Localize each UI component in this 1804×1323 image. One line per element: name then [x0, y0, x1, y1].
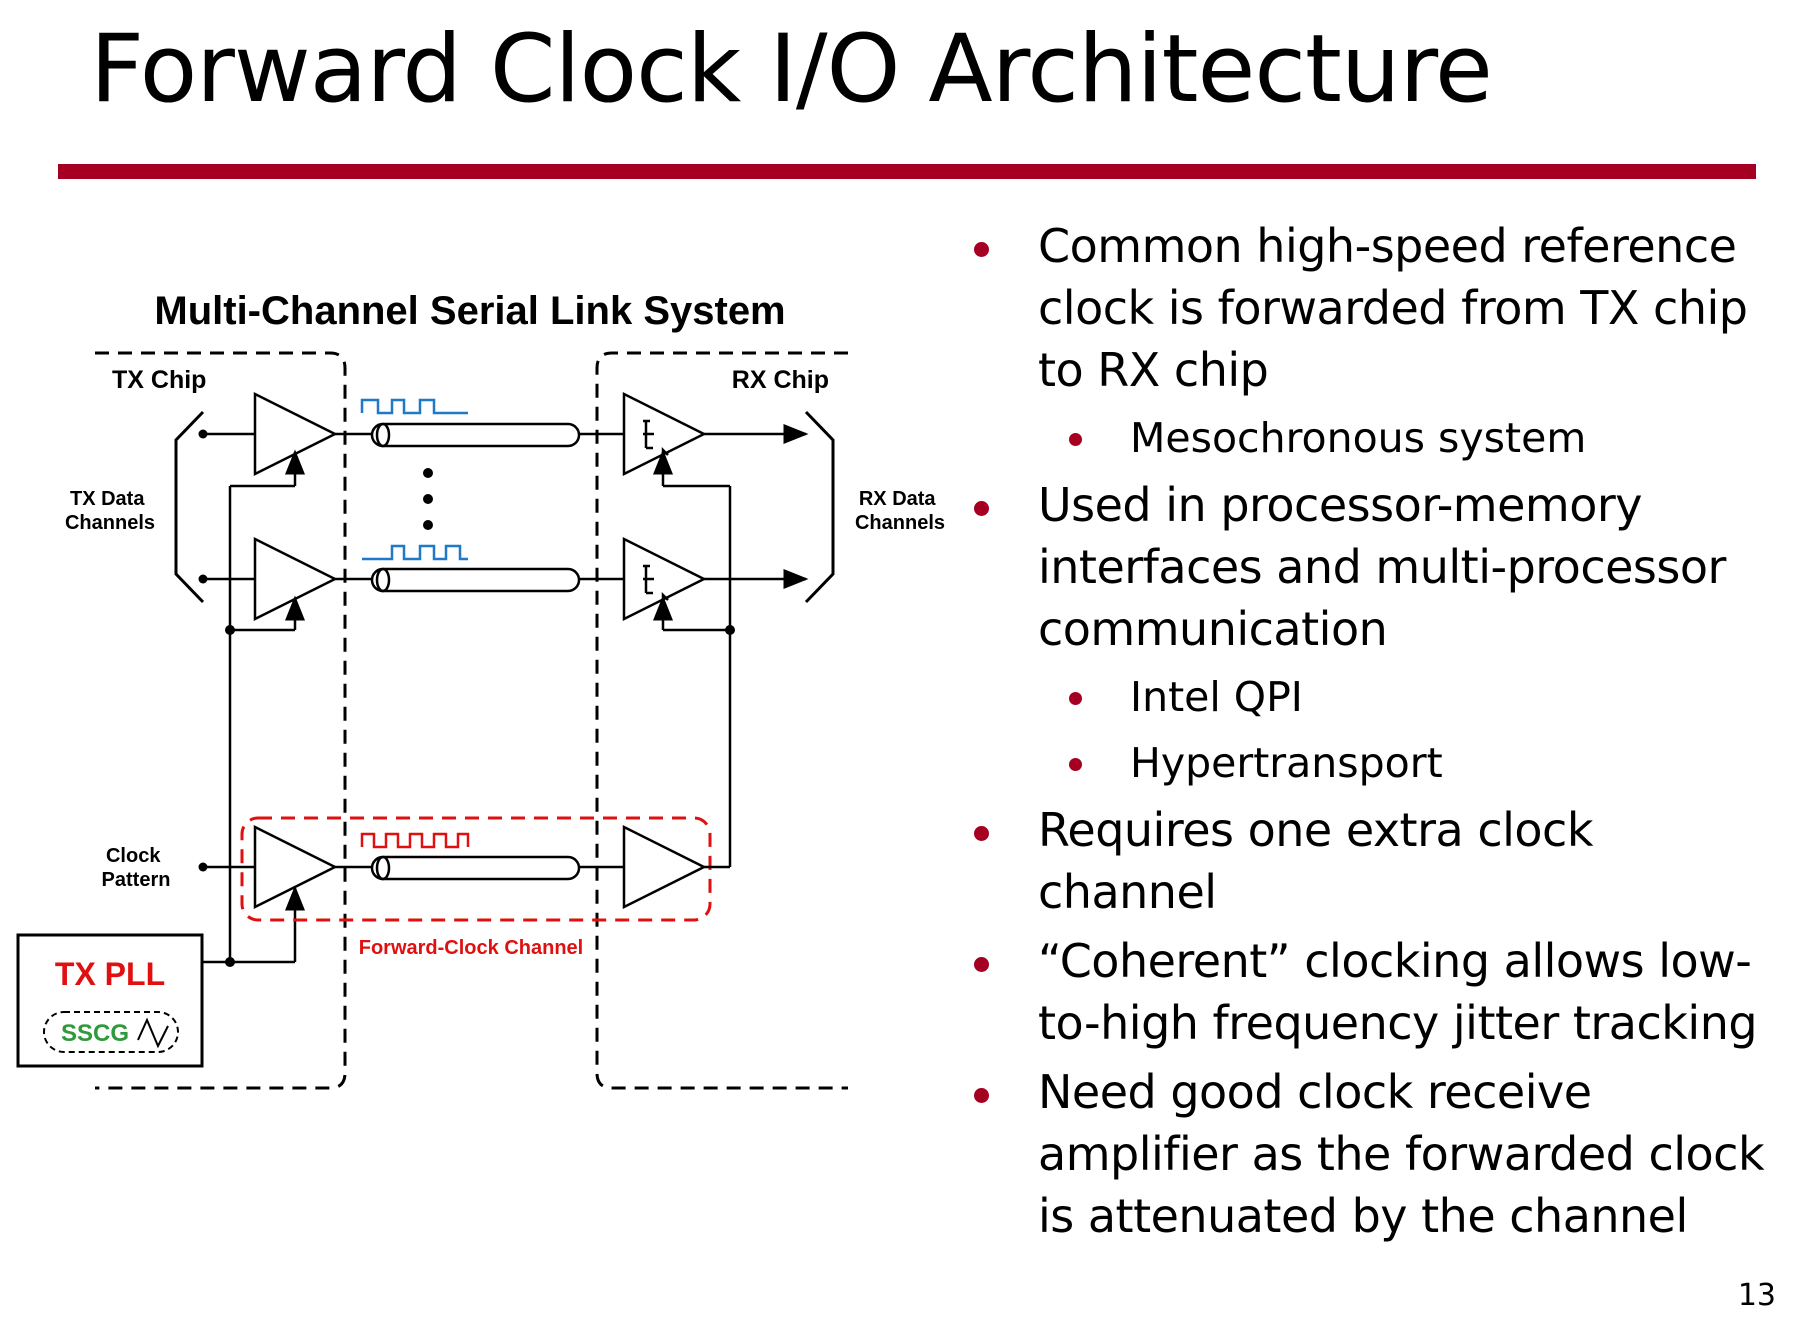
bullet-dot-icon — [974, 501, 989, 516]
clock-channel-cable — [370, 855, 581, 881]
bullet-item: Need good clock receive amplifier as the… — [960, 1061, 1780, 1247]
data-channel-2 — [198, 536, 809, 622]
sscg-box — [43, 1011, 179, 1053]
channel-1-cable — [370, 422, 581, 448]
clock-rx-amplifier — [622, 824, 707, 910]
clock-waveform — [360, 832, 470, 849]
bullet-text: Mesochronous system — [1130, 414, 1587, 462]
data-waveform-2 — [362, 544, 468, 561]
data-channel-1 — [198, 391, 809, 477]
junction-dot — [225, 625, 235, 635]
bullet-text: Common high-speed reference clock is for… — [1038, 219, 1748, 397]
bullet-dot-icon — [974, 957, 989, 972]
bullet-text: Hypertransport — [1130, 739, 1443, 787]
bullet-text: Used in processor-memory interfaces and … — [1038, 478, 1726, 656]
bullet-item: Common high-speed reference clock is for… — [960, 215, 1780, 401]
forward-clock-channel-box — [240, 816, 712, 922]
bullet-dot-icon — [1069, 758, 1082, 771]
tx-chip-label: TX Chip — [112, 366, 206, 394]
bullet-item: Used in processor-memory interfaces and … — [960, 474, 1780, 660]
bullet-dot-icon — [1069, 433, 1082, 446]
sscg-label: SSCG — [61, 1020, 129, 1047]
clock-channel — [198, 824, 707, 910]
page-number: 13 — [1737, 1278, 1776, 1313]
bullet-dot-icon — [974, 242, 989, 257]
bullet-text: Requires one extra clock channel — [1038, 803, 1593, 919]
bullet-text: Intel QPI — [1130, 673, 1303, 721]
rx-clock-distribution — [653, 449, 732, 869]
bullet-text: Need good clock receive amplifier as the… — [1038, 1065, 1765, 1243]
rx-data-label: RX Data Channels — [855, 488, 945, 534]
ellipsis-dot — [423, 468, 433, 478]
forward-clock-channel-label: Forward-Clock Channel — [359, 937, 583, 959]
junction-dot — [725, 625, 735, 635]
junction-dot — [225, 957, 235, 967]
bullet-text: “Coherent” clocking allows low-to-high f… — [1038, 934, 1758, 1050]
data-waveform-1 — [360, 398, 468, 415]
triangle-wave-icon — [137, 1017, 169, 1049]
ellipsis-dot — [423, 494, 433, 504]
sub-bullet-item: Hypertransport — [960, 733, 1780, 793]
bullet-dot-icon — [974, 826, 989, 841]
diagram-title: Multi-Channel Serial Link System — [154, 289, 785, 333]
bullet-item: “Coherent” clocking allows low-to-high f… — [960, 930, 1780, 1054]
ellipsis-dot — [423, 520, 433, 530]
sub-bullet-item: Mesochronous system — [960, 408, 1780, 468]
tx-clock-distribution — [202, 449, 305, 964]
title-rule — [58, 164, 1756, 179]
tx-data-bracket — [174, 410, 205, 604]
clock-pattern-label: Clock Pattern — [102, 845, 171, 891]
bullet-list: Common high-speed reference clock is for… — [960, 215, 1780, 1254]
clock-tx-driver — [253, 824, 338, 910]
bullet-dot-icon — [974, 1088, 989, 1103]
tx-data-label: TX Data Channels — [65, 488, 155, 534]
rx-data-bracket — [804, 410, 835, 604]
sub-bullet-item: Intel QPI — [960, 667, 1780, 727]
tx-pll-block — [16, 933, 204, 1068]
slide-title: Forward Clock I/O Architecture — [90, 15, 1493, 124]
bullet-item: Requires one extra clock channel — [960, 799, 1780, 923]
tx-chip-boundary — [95, 351, 347, 1090]
rx-chip-label: RX Chip — [732, 366, 829, 394]
tx-pll-label: TX PLL — [55, 956, 165, 992]
bullet-dot-icon — [1069, 692, 1082, 705]
rx-chip-boundary — [595, 351, 848, 1090]
channel-2-cable — [370, 567, 581, 593]
